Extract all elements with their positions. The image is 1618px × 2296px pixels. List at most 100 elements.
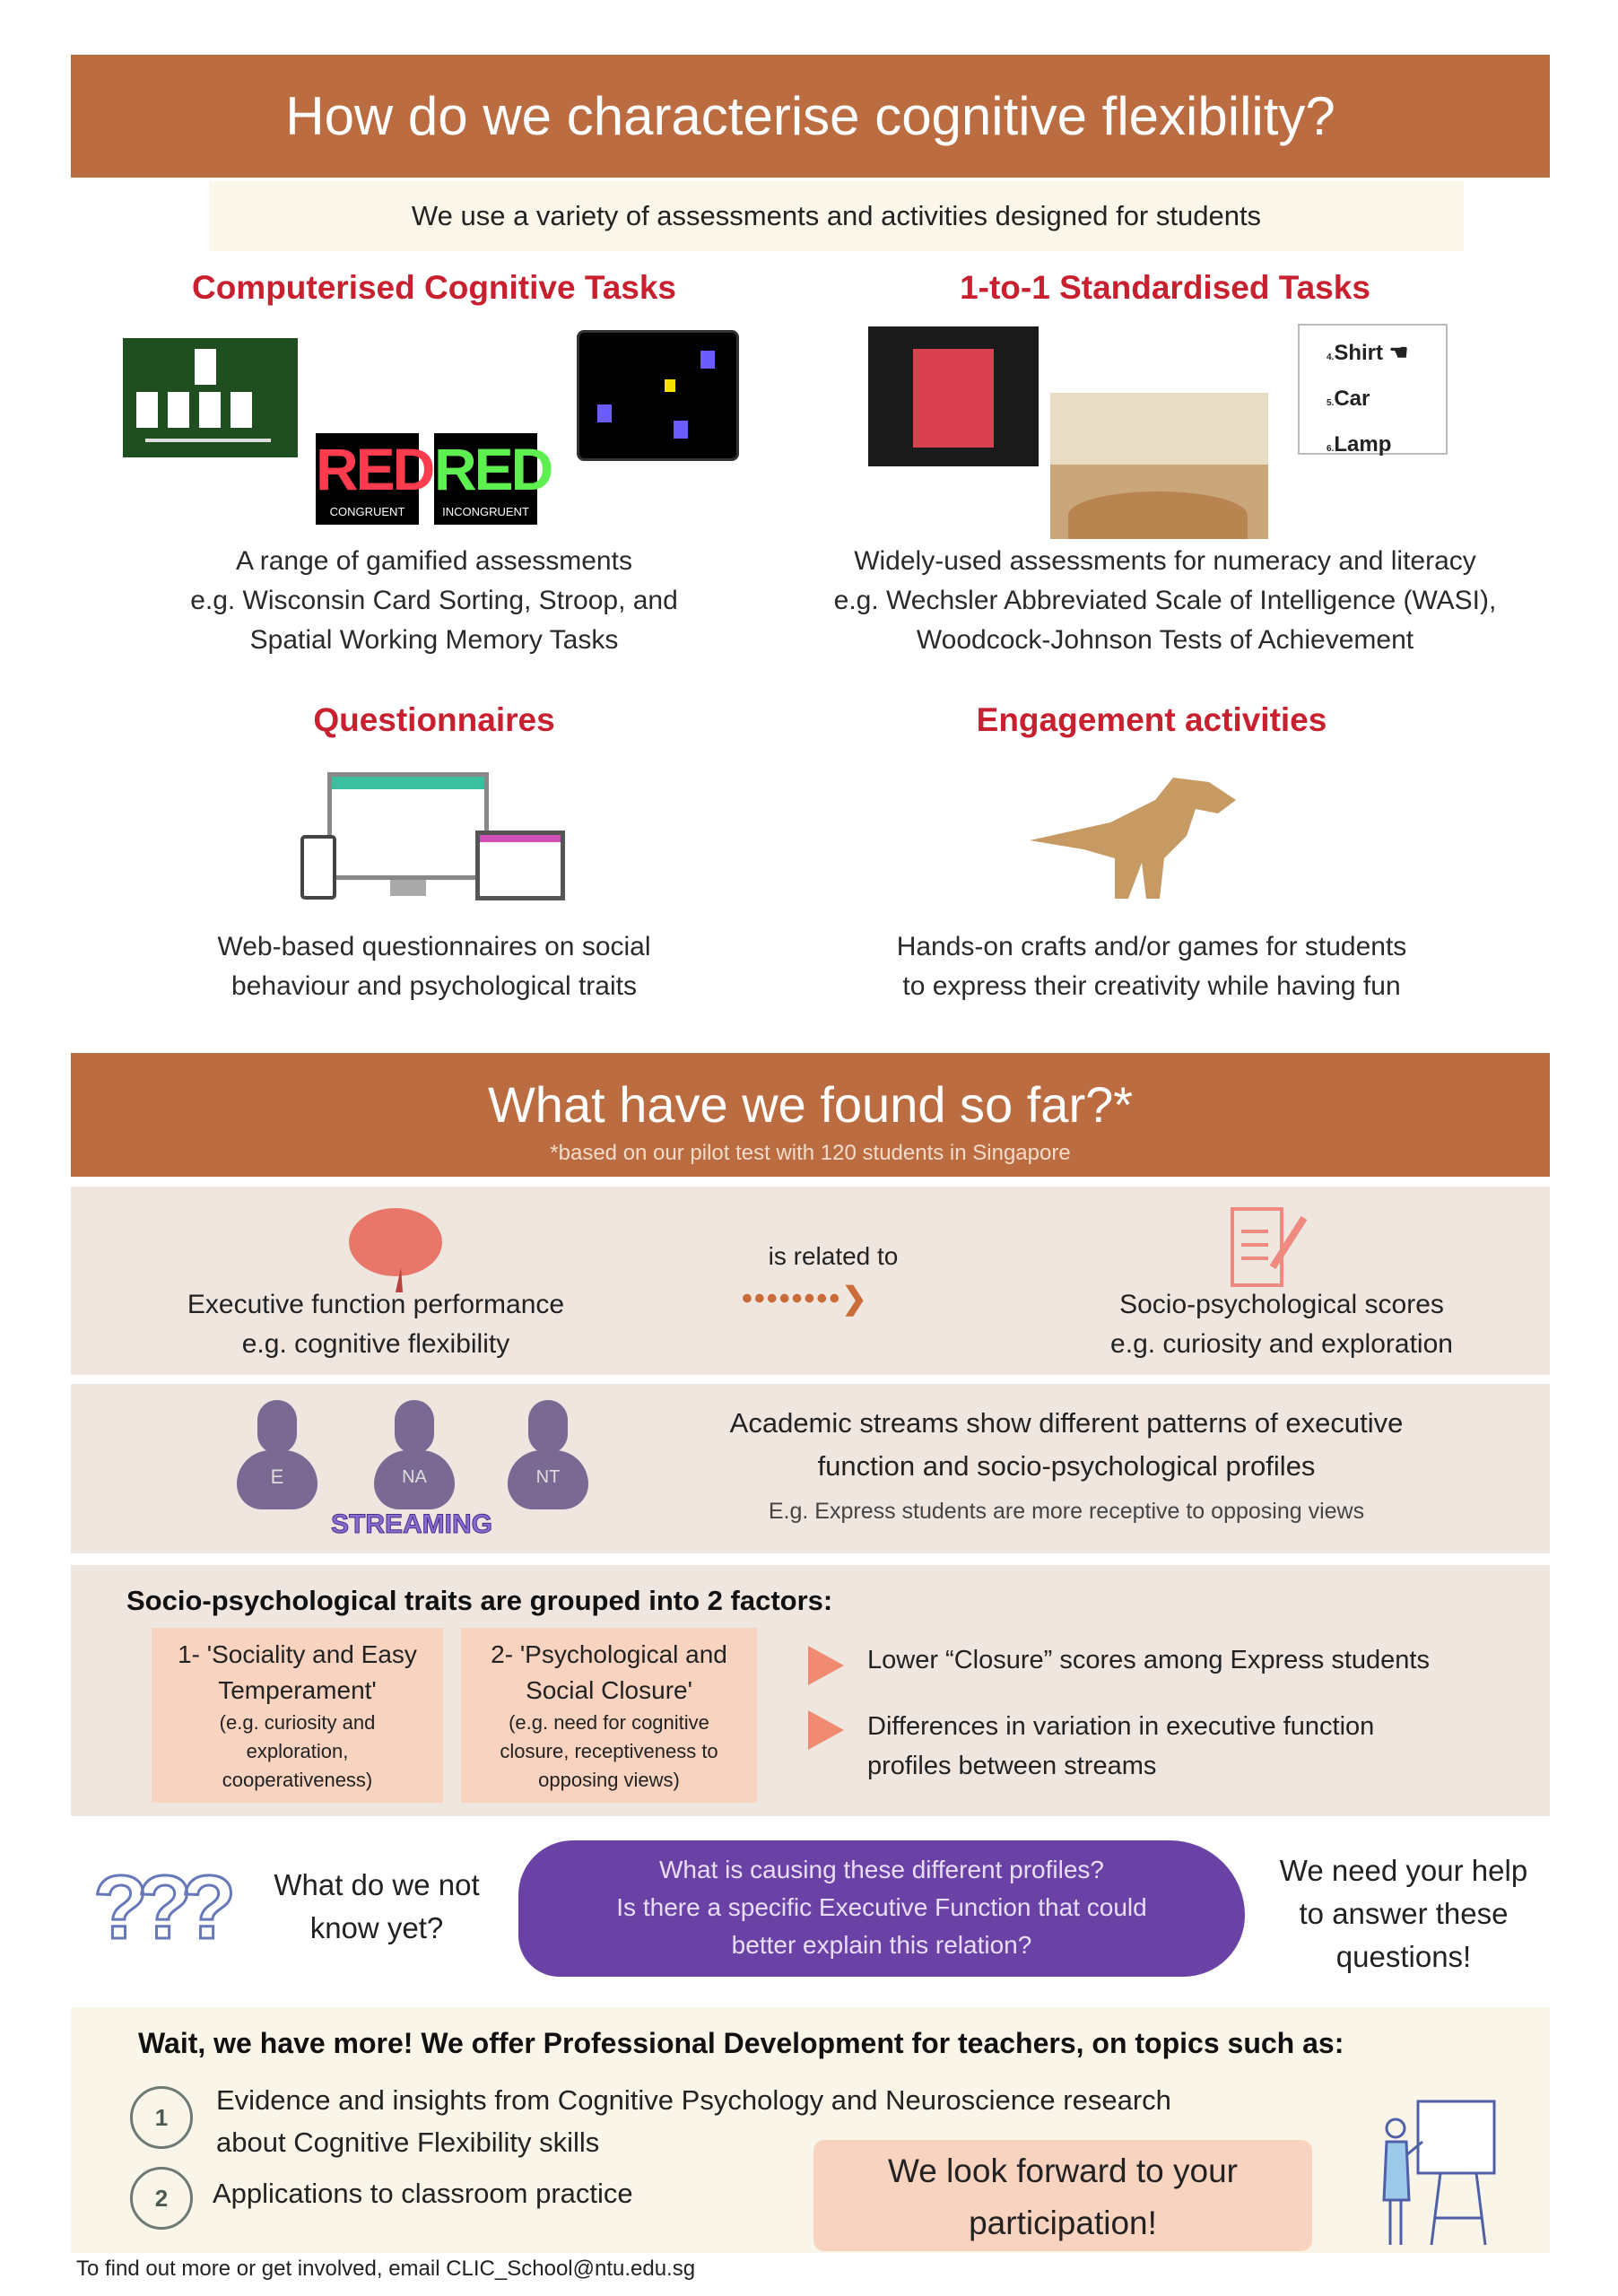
- factor-name: Temperament': [218, 1676, 377, 1704]
- factor-example: (e.g. need for cognitive: [509, 1711, 709, 1734]
- card-heading-questionnaires: Questionnaires: [313, 701, 555, 738]
- factor-card-closure: 2- 'Psychological and Social Closure' (e…: [461, 1628, 757, 1803]
- factor-example: cooperativeness): [222, 1769, 373, 1791]
- word: Lamp: [1334, 432, 1392, 457]
- section-title: How do we characterise cognitive flexibi…: [285, 86, 1335, 146]
- arrow-bullet-icon: [808, 1710, 844, 1750]
- finding-factors-panel: Socio-psychological traits are grouped i…: [71, 1565, 1550, 1816]
- section-header-characterise: How do we characterise cognitive flexibi…: [71, 55, 1550, 178]
- card-description-standardised: Widely-used assessments for numeracy and…: [797, 542, 1533, 660]
- stream-label: NT: [508, 1450, 588, 1509]
- text-line: questions!: [1335, 1940, 1472, 1973]
- number-badge: 1: [130, 2086, 193, 2149]
- text-line: about Cognitive Flexibility skills: [216, 2126, 600, 2158]
- factor-example: opposing views): [538, 1769, 680, 1791]
- word: Car: [1334, 387, 1370, 411]
- text-line: participation!: [969, 2205, 1157, 2241]
- card-description-engagement: Hands-on crafts and/or games for student…: [784, 927, 1519, 1006]
- student-e-avatar: E: [237, 1400, 318, 1509]
- streaming-label: STREAMING: [331, 1509, 493, 1540]
- desc-line: e.g. Wechsler Abbreviated Scale of Intel…: [833, 586, 1497, 615]
- text-line: Executive function performance: [187, 1290, 565, 1319]
- text-line: know yet?: [309, 1911, 444, 1944]
- card-sorting-image: [123, 338, 298, 457]
- word-num: 5.: [1327, 398, 1335, 408]
- desc-line: e.g. Wisconsin Card Sorting, Stroop, and: [190, 586, 678, 615]
- spatial-memory-tablet-image: [577, 330, 739, 461]
- factor-name: 1- 'Sociality and Easy: [178, 1640, 417, 1668]
- question-marks-icon: ???: [91, 1857, 237, 1960]
- stroop-congruent-image: RED CONGRUENT: [316, 433, 435, 525]
- card-description-computerised: A range of gamified assessments e.g. Wis…: [66, 542, 802, 660]
- section-header-findings: What have we found so far?* *based on ou…: [71, 1053, 1550, 1177]
- text-line: Evidence and insights from Cognitive Psy…: [216, 2084, 1171, 2116]
- pd-item: Applications to classroom practice: [213, 2178, 633, 2209]
- word: Shirt: [1334, 341, 1384, 365]
- checklist-pencil-icon: [1231, 1207, 1308, 1287]
- arrow-bullet-icon: [808, 1646, 844, 1685]
- text-line: to answer these: [1299, 1897, 1509, 1930]
- stroop-label: CONGRUENT: [329, 505, 405, 518]
- devices-questionnaire-image: [300, 772, 570, 902]
- factor-example: (e.g. curiosity and: [219, 1711, 376, 1734]
- stroop-word: RED: [434, 436, 553, 502]
- text-line: What do we not: [274, 1868, 480, 1901]
- factor-name: Social Closure': [526, 1676, 692, 1704]
- cardboard-dinosaur-icon: [1030, 778, 1236, 899]
- text-line: Academic streams show different patterns…: [729, 1407, 1404, 1439]
- student-na-avatar: NA: [374, 1400, 455, 1509]
- card-description-questionnaires: Web-based questionnaires on social behav…: [66, 927, 802, 1006]
- help-request: We need your help to answer these questi…: [1251, 1849, 1556, 1979]
- stroop-word: RED: [316, 436, 435, 502]
- text-line: better explain this relation?: [731, 1931, 1032, 1959]
- desc-line: Spatial Working Memory Tasks: [249, 625, 619, 655]
- word-list-image: 4.Shirt ☚ 5.Car 6.Lamp: [1298, 324, 1448, 457]
- desc-line: A range of gamified assessments: [236, 546, 632, 576]
- text-line: e.g. curiosity and exploration: [1110, 1329, 1453, 1359]
- text-line: We look forward to your: [887, 2152, 1239, 2189]
- text-line: What is causing these different profiles…: [659, 1856, 1104, 1883]
- section-note: *based on our pilot test with 120 studen…: [550, 1141, 1071, 1165]
- finding-right-text: Socio-psychological scores e.g. curiosit…: [1066, 1285, 1497, 1364]
- stream-label: NA: [374, 1450, 455, 1509]
- professional-development-panel: Wait, we have more! We offer Professiona…: [71, 2007, 1550, 2253]
- word-num: 4.: [1327, 352, 1335, 362]
- section-title: What have we found so far?*: [487, 1076, 1134, 1133]
- relation-label: is related to: [768, 1242, 899, 1270]
- word-num: 6.: [1327, 444, 1335, 454]
- text-line: Socio-psychological scores: [1119, 1290, 1444, 1319]
- finding-point: Lower “Closure” scores among Express stu…: [867, 1646, 1430, 1674]
- factor-name: 2- 'Psychological and: [491, 1640, 727, 1668]
- streams-text: Academic streams show different patterns…: [681, 1402, 1452, 1488]
- open-questions-bubble: What is causing these different profiles…: [518, 1840, 1245, 1977]
- unknown-question: What do we not know yet?: [251, 1864, 502, 1950]
- stream-label: E: [237, 1450, 318, 1509]
- finding-left-text: Executive function performance e.g. cogn…: [178, 1285, 573, 1364]
- desc-line: Hands-on crafts and/or games for student…: [896, 932, 1407, 961]
- pd-item: Evidence and insights from Cognitive Psy…: [216, 2079, 1171, 2163]
- desc-line: Web-based questionnaires on social: [217, 932, 651, 961]
- text-line: Is there a specific Executive Function t…: [616, 1893, 1147, 1921]
- participation-callout: We look forward to your participation!: [813, 2140, 1312, 2251]
- finding-relationship-panel: Executive function performance e.g. cogn…: [71, 1187, 1550, 1375]
- card-heading-standardised: 1-to-1 Standardised Tasks: [960, 269, 1370, 306]
- streams-example: E.g. Express students are more receptive…: [768, 1499, 1365, 1524]
- student-nt-avatar: NT: [508, 1400, 588, 1509]
- contact-footer: To find out more or get involved, email …: [76, 2257, 696, 2281]
- text-line: function and socio-psychological profile…: [817, 1450, 1316, 1482]
- teacher-presenting-icon: [1382, 2100, 1496, 2246]
- block-design-image: [868, 326, 1039, 466]
- desc-line: Widely-used assessments for numeracy and…: [854, 546, 1476, 576]
- stroop-incongruent-image: RED INCONGRUENT: [434, 433, 553, 525]
- stroop-label: INCONGRUENT: [442, 505, 529, 518]
- pointing-hand-icon: ☚: [1388, 341, 1409, 365]
- factor-example: exploration,: [246, 1740, 349, 1762]
- dotted-arrow-icon: ••••••••❯: [742, 1282, 869, 1316]
- text-line: We need your help: [1279, 1854, 1528, 1887]
- text-line: e.g. cognitive flexibility: [241, 1329, 510, 1359]
- section-subtitle: We use a variety of assessments and acti…: [209, 181, 1464, 251]
- assessment-photo: [1050, 393, 1268, 539]
- card-heading-computerised: Computerised Cognitive Tasks: [191, 269, 677, 306]
- factors-title: Socio-psychological traits are grouped i…: [126, 1585, 833, 1616]
- desc-line: to express their creativity while having…: [902, 971, 1401, 1001]
